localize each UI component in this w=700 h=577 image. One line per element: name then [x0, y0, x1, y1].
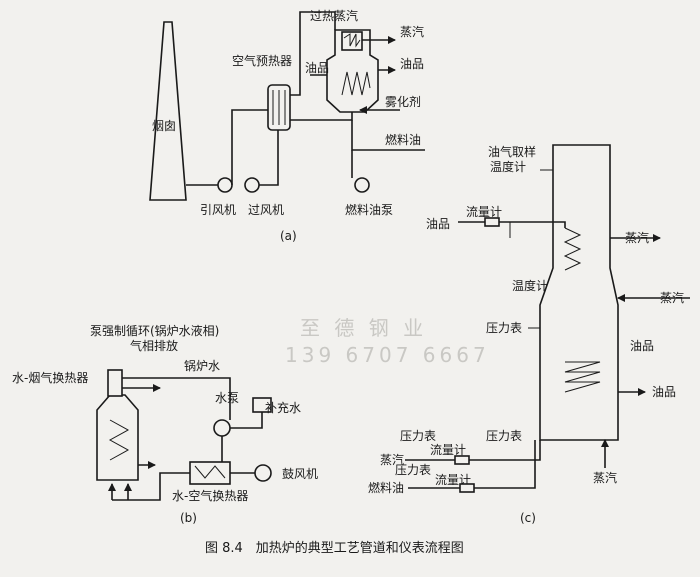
forced-fan-icon — [244, 177, 260, 193]
makeup-tank-icon — [252, 397, 272, 413]
furnace-b-body — [96, 394, 139, 481]
chimney-shape — [149, 21, 187, 201]
steam-label: 蒸汽 — [400, 24, 424, 39]
makeup-water-label: 补充水 — [265, 400, 301, 415]
figure-caption: 图 8.4 加热炉的典型工艺管道和仪表流程图 — [205, 540, 464, 556]
pg-3-label: 压力表 — [395, 463, 431, 477]
water-flue-exchanger-icon — [107, 369, 123, 397]
pg-2-label: 压力表 — [486, 429, 522, 443]
air-to-burner — [112, 472, 190, 501]
diagram-a: 烟囱 引风机 过风机 空气预热器 过热蒸汽 蒸汽 油品 油品 — [149, 8, 425, 243]
induced-fan-label: 引风机 — [200, 203, 236, 217]
steam-flow-meter-icon — [454, 455, 470, 465]
steam-2-label: 蒸汽 — [660, 290, 684, 305]
hot-air-line — [290, 112, 353, 121]
oil-in-c-label: 油品 — [426, 217, 450, 231]
forced-fan-label: 过风机 — [248, 203, 284, 217]
blower-label: 鼓风机 — [282, 467, 318, 481]
pg-1-label: 压力表 — [400, 429, 436, 443]
steam-in-label: 蒸汽 — [380, 452, 404, 467]
chimney-label: 烟囱 — [152, 119, 176, 133]
sub-label-b: (b) — [180, 511, 197, 525]
preheater-tubes — [272, 90, 286, 125]
flue-riser — [231, 109, 268, 185]
water-air-exchanger-icon — [189, 461, 231, 485]
fuel-pump-icon — [354, 177, 370, 193]
induced-fan-icon — [217, 177, 233, 193]
blower-icon — [254, 464, 272, 482]
water-pump-icon — [213, 419, 231, 437]
flow-meter-label: 流量计 — [466, 205, 502, 219]
flow-meter-icon — [484, 217, 500, 227]
air-duct — [259, 130, 279, 186]
diagram-c: 油气取样 温度计 油品 流量计 蒸汽 蒸汽 温度计 压力表 油品 油品 蒸汽 压… — [368, 144, 690, 525]
fm-1-label: 流量计 — [430, 443, 466, 457]
fuel-burner-line — [408, 440, 536, 489]
steam-bottom-label: 蒸汽 — [593, 470, 617, 485]
water-flue-exchanger-label: 水-烟气换热器 — [12, 370, 88, 385]
flue-to-furnace — [290, 11, 336, 96]
watermark: 至 德 钢 业 139 6707 6667 — [285, 316, 490, 367]
fuel-flow-meter-icon — [459, 483, 475, 493]
watermark-line-2: 139 6707 6667 — [285, 343, 490, 367]
exchanger-coil — [194, 465, 226, 479]
furnace-c-body — [539, 144, 619, 441]
oil-out-c-label: 油品 — [652, 385, 676, 399]
furnace-b-coil — [108, 419, 130, 461]
sub-label-a: (a) — [280, 229, 297, 243]
boiler-water-label: 锅炉水 — [184, 358, 220, 373]
superheat-steam-label-1: 过热蒸汽 — [310, 8, 358, 23]
oil-mid-label: 油品 — [630, 339, 654, 353]
diagram-b: 泵强制循环(锅炉水液相) 气相排放 锅炉水 水-烟气换热器 水泵 补充水 鼓风机… — [12, 323, 318, 525]
steam-1-label: 蒸汽 — [625, 230, 649, 245]
pressure-gauge-label: 压力表 — [486, 321, 522, 335]
oil-in-label: 油品 — [305, 61, 329, 75]
superheat-coil — [343, 33, 361, 48]
steam-burner-line — [405, 440, 541, 461]
radiant-coil-c — [564, 361, 601, 393]
atomizer-label: 雾化剂 — [385, 94, 421, 109]
temp-gauge-top-label: 温度计 — [490, 159, 526, 174]
convection-coil — [563, 227, 582, 271]
forced-circulation-label: 泵强制循环(锅炉水液相) — [90, 323, 219, 338]
fuel-oil-label: 燃料油 — [385, 132, 421, 147]
water-air-exchanger-label: 水-空气换热器 — [172, 488, 248, 503]
oil-out-label: 油品 — [400, 57, 424, 71]
oil-in-c-line — [458, 221, 566, 228]
air-preheater-label: 空气预热器 — [232, 53, 292, 68]
watermark-line-1: 至 德 钢 业 — [300, 316, 427, 340]
fuel-pump-label: 燃料油泵 — [345, 202, 393, 217]
vapor-exhaust-label: 气相排放 — [130, 338, 178, 353]
temp-gauge-label: 温度计 — [512, 278, 548, 293]
sub-label-c: (c) — [520, 511, 536, 525]
boiler-water-line — [122, 377, 231, 420]
sampling-label: 油气取样 — [488, 144, 536, 159]
water-pump-label: 水泵 — [215, 391, 239, 405]
radiant-coil — [341, 71, 371, 96]
fuel-oil-c-label: 燃料油 — [368, 480, 404, 495]
makeup-line — [230, 408, 263, 429]
